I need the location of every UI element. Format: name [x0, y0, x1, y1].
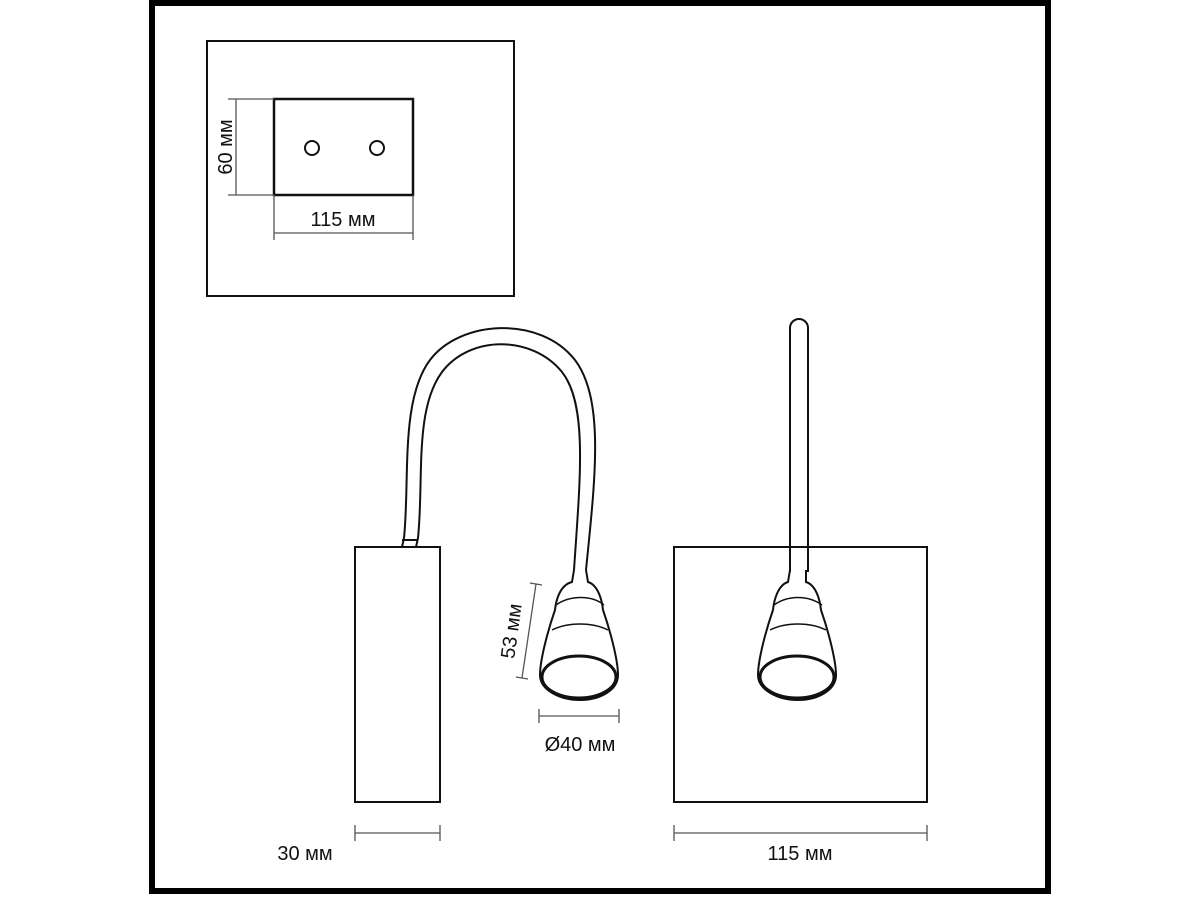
depth-label: 30 мм [277, 843, 332, 865]
rod [789, 318, 809, 572]
head-diameter-dimension: Ø40 мм [538, 709, 620, 756]
drawing-frame [149, 0, 1051, 894]
lamp-head-side [538, 569, 620, 702]
head-diameter-label: Ø40 мм [545, 734, 616, 756]
plate-height-label: 60 мм [215, 119, 237, 174]
side-body [354, 546, 441, 803]
mounting-plate-view: 60 мм 115 мм [206, 40, 515, 297]
front-width-label: 115 мм [768, 843, 833, 865]
front-plate [673, 546, 928, 803]
plate-width-label: 115 мм [311, 209, 376, 231]
mounting-plate [272, 97, 415, 197]
plate-view-box [206, 40, 515, 297]
flexible-arm [401, 327, 597, 571]
front-view: 115 мм [673, 318, 928, 865]
screw-hole-left [304, 140, 320, 156]
plate-width-dimension: 115 мм [273, 195, 414, 240]
depth-dimension: 30 мм [277, 825, 441, 865]
plate-height-dimension: 60 мм [215, 98, 274, 196]
lamp-head-front [756, 569, 838, 702]
front-width-dimension: 115 мм [673, 825, 928, 865]
screw-hole-right [369, 140, 385, 156]
